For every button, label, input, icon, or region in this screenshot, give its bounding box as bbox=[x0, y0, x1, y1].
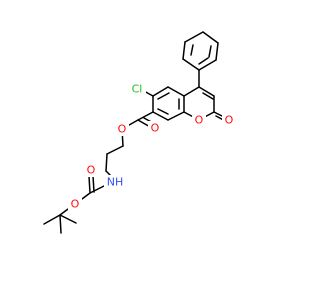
bond bbox=[190, 44, 194, 56]
lactone-carbonyl-oxygen-atom: O bbox=[222, 113, 236, 127]
carbamate-ether-oxygen-label: O bbox=[71, 198, 80, 211]
bond bbox=[167, 86, 185, 97]
bond bbox=[157, 108, 169, 115]
bond bbox=[157, 92, 170, 100]
lactone-carbonyl-oxygen-label: O bbox=[225, 114, 234, 127]
bond bbox=[198, 86, 215, 97]
bond bbox=[59, 208, 69, 216]
carbamate-carbonyl-oxygen-atom: O bbox=[84, 163, 98, 177]
atom-labels: Cl O O O O NH O O bbox=[68, 82, 236, 211]
carbamate-carbonyl-oxygen-label: O bbox=[87, 164, 96, 177]
bond bbox=[198, 59, 217, 71]
bond bbox=[183, 86, 200, 97]
carbamate-ether-oxygen-atom: O bbox=[68, 197, 82, 211]
ring-oxygen-label: O bbox=[195, 114, 204, 127]
bond bbox=[59, 214, 62, 234]
bond bbox=[202, 31, 219, 44]
amide-nitrogen-atom: NH bbox=[104, 175, 126, 189]
bond bbox=[202, 92, 214, 100]
bond bbox=[198, 57, 209, 65]
bond bbox=[59, 214, 77, 224]
bond bbox=[167, 111, 185, 121]
bond bbox=[105, 153, 108, 172]
bond bbox=[88, 175, 91, 194]
ester-oxygen-label: O bbox=[118, 123, 127, 136]
bond bbox=[152, 111, 169, 121]
bond bbox=[182, 58, 200, 71]
bond bbox=[182, 41, 186, 60]
bond-lines bbox=[43, 31, 230, 234]
bond bbox=[106, 145, 124, 155]
molecule-structure-diagram: Cl O O O O NH O O bbox=[43, 31, 236, 234]
bond bbox=[137, 111, 154, 121]
bond bbox=[208, 45, 212, 58]
bond bbox=[89, 184, 107, 194]
bond bbox=[184, 31, 204, 43]
chlorine-label: Cl bbox=[132, 83, 143, 96]
ester-carbonyl-oxygen-label: O bbox=[151, 122, 160, 135]
bond bbox=[81, 192, 91, 200]
amide-nitrogen-label: NH bbox=[107, 176, 124, 189]
ring-oxygen-atom: O bbox=[192, 113, 206, 127]
bond bbox=[152, 86, 169, 97]
ester-oxygen-atom: O bbox=[115, 122, 129, 136]
bond bbox=[215, 42, 219, 61]
ester-carbonyl-oxygen-atom: O bbox=[148, 121, 162, 135]
chlorine-atom: Cl bbox=[128, 82, 146, 96]
bond bbox=[43, 214, 61, 225]
bond bbox=[92, 175, 95, 193]
